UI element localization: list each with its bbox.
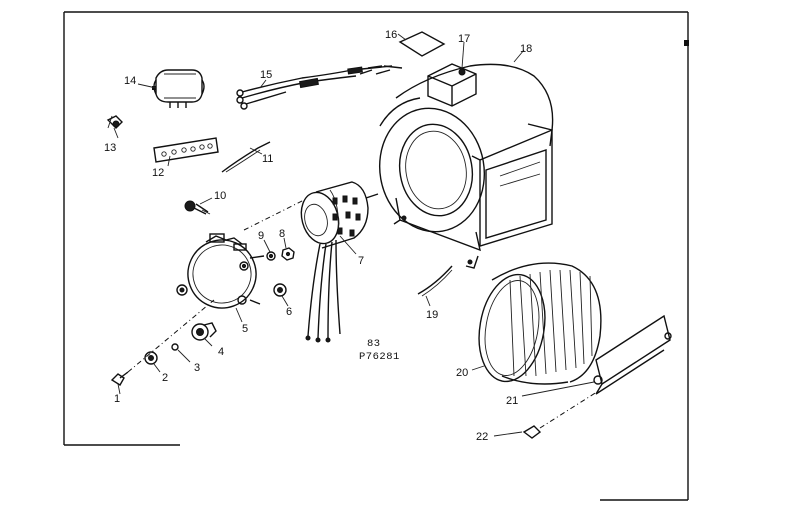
- part-6-nut-drawing[interactable]: [273, 283, 287, 297]
- part-labels: 1 2 3 4 5 6 7 8 9 10 11 12 13 14 15 16 1…: [104, 29, 532, 443]
- part-22-screw-drawing[interactable]: [522, 389, 601, 439]
- part-2-grommet-drawing[interactable]: [144, 351, 158, 365]
- part-9-washer-drawing[interactable]: [266, 251, 276, 261]
- part-17-capacitor-drawing[interactable]: [427, 63, 477, 107]
- label-part-3: 3: [194, 362, 200, 374]
- part-12-terminal-board-drawing[interactable]: [153, 137, 219, 163]
- part-15-wiring-harness-drawing[interactable]: [236, 65, 403, 110]
- diagram-code: 83 P76281: [359, 338, 400, 363]
- part-10-screw-drawing[interactable]: [184, 200, 211, 215]
- label-part-4: 4: [218, 346, 224, 358]
- label-part-17: 17: [458, 33, 470, 45]
- label-part-12: 12: [152, 167, 164, 179]
- label-part-2: 2: [162, 372, 168, 384]
- leader-lines: [113, 33, 595, 437]
- assembly-axis-line: [127, 199, 305, 373]
- part-1-screw-drawing[interactable]: [110, 371, 129, 386]
- label-part-22: 22: [476, 431, 488, 443]
- label-part-16: 16: [385, 29, 397, 41]
- label-part-20: 20: [456, 367, 468, 379]
- diagram-code-line-1: 83: [367, 338, 381, 350]
- part-16-cover-plate-drawing[interactable]: [398, 31, 446, 57]
- label-part-1: 1: [114, 393, 120, 405]
- part-21-cutoff-plate-drawing[interactable]: [593, 314, 672, 395]
- label-part-15: 15: [260, 69, 272, 81]
- part-20-blower-wheel-drawing[interactable]: [471, 262, 602, 387]
- part-19-wire-drawing[interactable]: [417, 265, 453, 297]
- label-part-9: 9: [258, 230, 264, 242]
- part-3-spacer-drawing[interactable]: [171, 343, 179, 351]
- label-part-10: 10: [214, 190, 226, 202]
- label-part-18: 18: [520, 43, 532, 55]
- label-part-8: 8: [279, 228, 285, 240]
- label-part-14: 14: [124, 75, 136, 87]
- label-part-7: 7: [358, 255, 364, 267]
- label-part-13: 13: [104, 142, 116, 154]
- part-14-relay-drawing[interactable]: [152, 69, 205, 108]
- label-part-21: 21: [506, 395, 518, 407]
- label-part-19: 19: [426, 309, 438, 321]
- diagram-frame: [63, 11, 689, 501]
- part-8-nut-drawing[interactable]: [281, 247, 295, 261]
- label-part-5: 5: [242, 323, 248, 335]
- diagram-code-line-2: P76281: [359, 351, 400, 363]
- label-part-6: 6: [286, 306, 292, 318]
- part-4-bushing-drawing[interactable]: [191, 322, 217, 341]
- label-part-11: 11: [262, 153, 273, 165]
- part-7-blower-motor-drawing[interactable]: [296, 181, 379, 343]
- part-18-blower-housing-drawing[interactable]: [370, 63, 554, 269]
- part-13-clip-drawing[interactable]: [106, 115, 123, 129]
- part-5-mounting-bracket-drawing[interactable]: [176, 230, 266, 317]
